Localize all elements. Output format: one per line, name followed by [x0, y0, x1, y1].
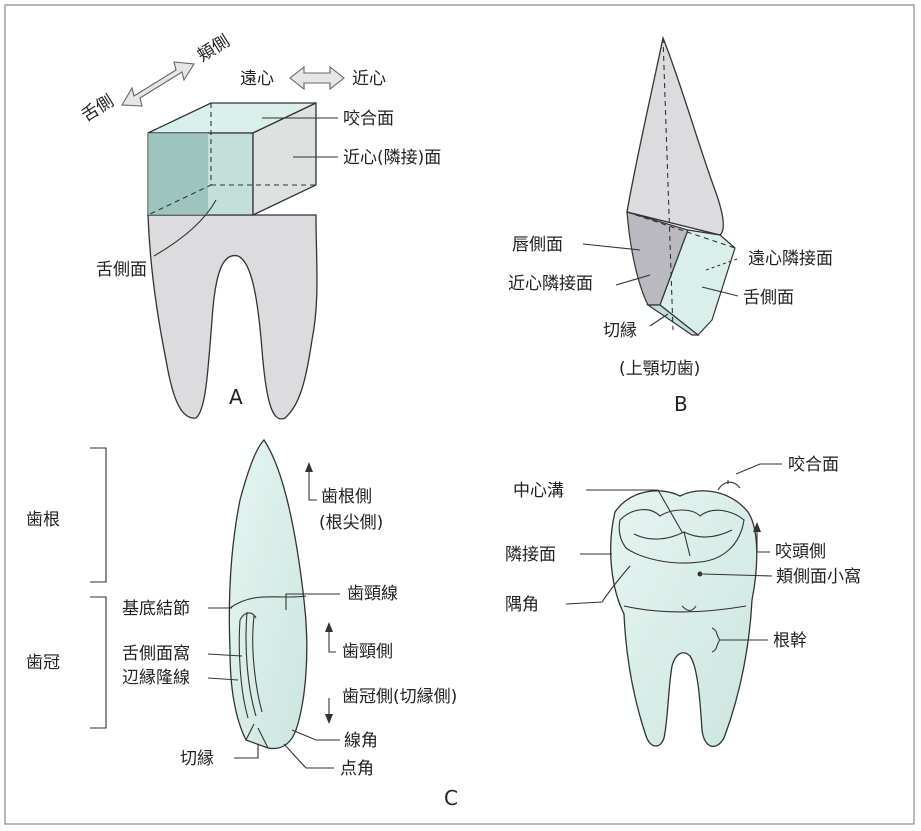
label-point-angle-c: 点角	[340, 759, 374, 779]
label-cervical-side-c: 歯頸側	[342, 642, 393, 662]
panel-letter-b: B	[674, 392, 688, 416]
label-root-side-c: 歯根側	[321, 487, 372, 507]
label-root-c: 歯根	[26, 510, 60, 530]
label-root-trunk-c: 根幹	[773, 630, 807, 651]
label-marginal-ridge-c: 辺縁隆線	[122, 668, 190, 688]
label-incisal-edge-b: 切縁	[603, 321, 637, 341]
label-mesial-a: 近心	[352, 69, 386, 89]
label-lingual-surface-b: 舌側面	[743, 288, 794, 308]
label-proximal-surface-c: 隣接面	[505, 545, 556, 565]
label-incisal-edge-c: 切縁	[180, 749, 214, 769]
lingual-face-shade-a	[148, 133, 208, 215]
molar-c	[611, 491, 757, 747]
label-distal-a: 遠心	[240, 69, 274, 89]
panel-a: 舌側 頬側 遠心 近心 咬合面 近心(隣接)面 舌側面 A	[78, 31, 441, 419]
label-cusp-side-c: 咬頭側	[775, 542, 826, 562]
label-mesial-proximal-surface-b: 近心隣接面	[508, 274, 593, 294]
label-lingual-surface-a: 舌側面	[96, 260, 147, 280]
double-arrow-distal-mesial	[290, 67, 344, 89]
label-crown-side-c: 歯冠側(切縁側)	[342, 687, 457, 707]
label-lingual-a: 舌側	[78, 91, 117, 126]
label-lingual-fossa-c: 舌側面窩	[122, 644, 190, 664]
label-angle-c: 隅角	[505, 595, 539, 615]
panel-c-right: 咬合面 中心溝 咬頭側 隣接面 頬側面小窩 隅角 根幹	[505, 455, 861, 746]
label-buccal-a: 頬側	[194, 31, 233, 66]
label-root-side-sub-c: (根尖側)	[319, 513, 383, 533]
label-distal-proximal-surface-b: 遠心隣接面	[748, 249, 833, 269]
panel-c-left: 歯根 歯冠 歯根側 (根尖側) 歯頸線 基底結節 舌側面窩 辺縁隆線 歯頸側 歯…	[26, 440, 458, 810]
label-cingulum-c: 基底結節	[122, 599, 190, 619]
label-cervical-line-c: 歯頸線	[347, 584, 398, 604]
panel-letter-a: A	[229, 385, 243, 409]
caption-b: (上顎切歯)	[619, 359, 700, 379]
label-line-angle-c: 線角	[344, 731, 378, 751]
label-occlusal-surface-c: 咬合面	[788, 455, 839, 475]
label-labial-surface-b: 唇側面	[512, 235, 563, 255]
panel-b: 唇側面 遠心隣接面 近心隣接面 舌側面 切縁 (上顎切歯) B	[508, 38, 833, 416]
label-buccal-pit-c: 頬側面小窩	[776, 567, 861, 587]
figure-frame	[5, 5, 914, 824]
double-arrow-lingual-buccal	[122, 62, 194, 106]
incisor-root-b	[627, 38, 723, 235]
label-central-groove-c: 中心溝	[513, 481, 564, 501]
label-occlusal-surface-a: 咬合面	[343, 109, 394, 129]
label-mesial-proximal-surface-a: 近心(隣接)面	[343, 148, 441, 168]
label-crown-c: 歯冠	[26, 653, 60, 673]
panel-letter-c: C	[444, 786, 458, 810]
